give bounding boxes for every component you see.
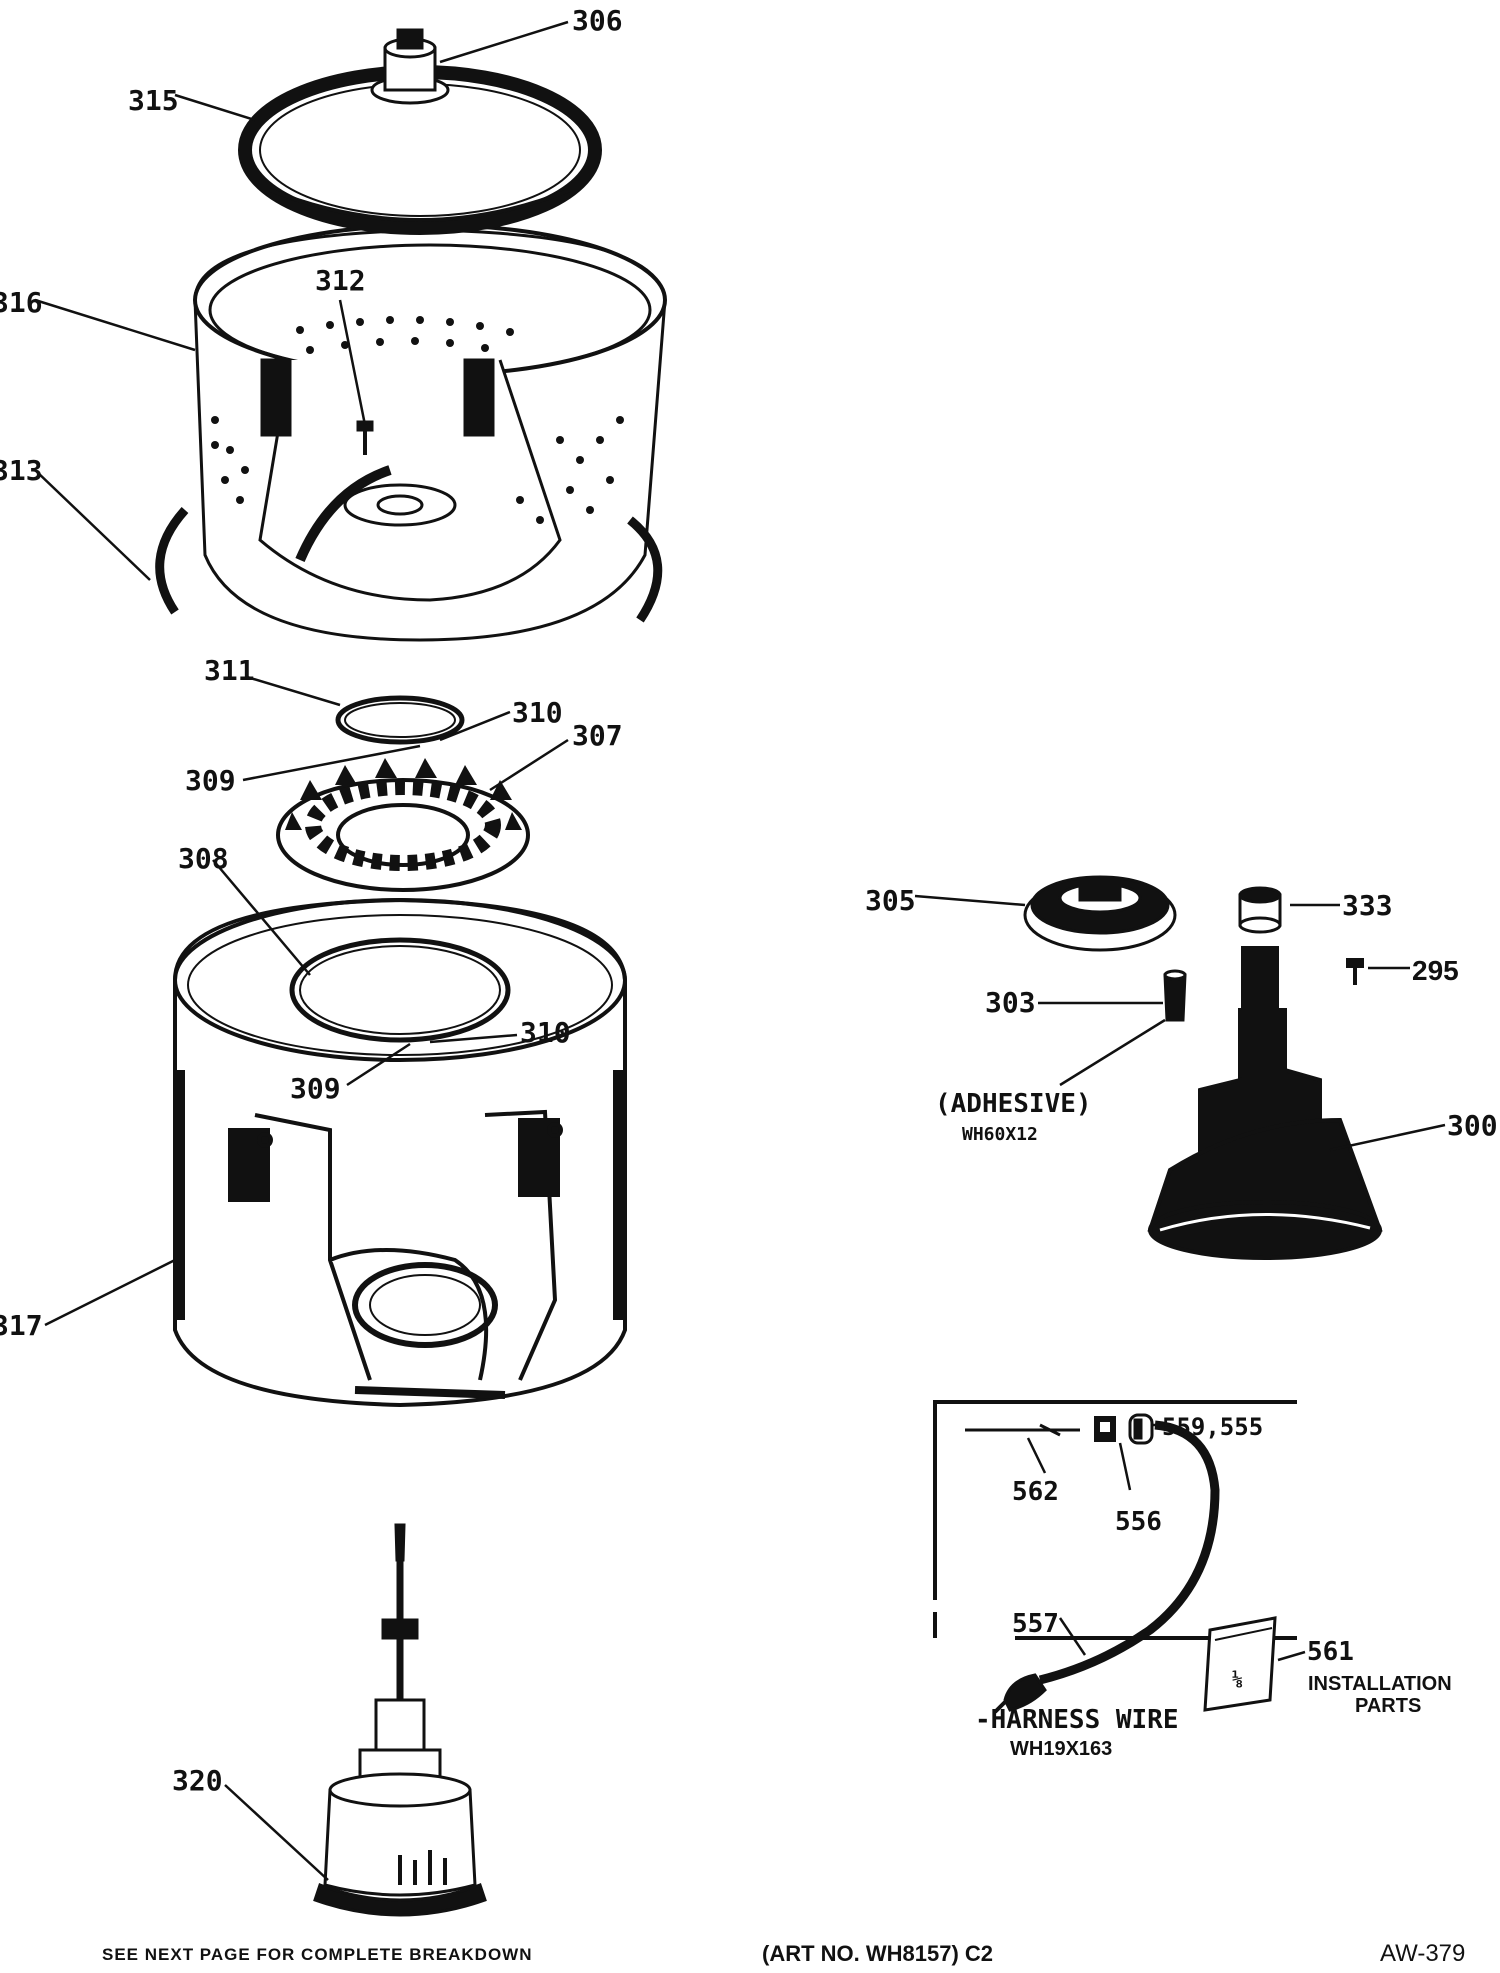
harness-wire-label: -HARNESS WIRE [975, 1705, 1179, 1735]
label-309-top: 309 [185, 764, 236, 797]
leader-lines [34, 20, 1446, 1881]
agitator-300 [1147, 946, 1383, 1260]
basket-316 [193, 223, 667, 642]
art-number: (ART NO. WH8157) C2 [762, 1941, 994, 1966]
label-306: 306 [572, 4, 623, 37]
agitator-cap-305 [1023, 875, 1177, 952]
cap-333 [1238, 886, 1282, 934]
installation-parts-bag-icon: ⅛ [1203, 1616, 1277, 1712]
label-317: 317 [0, 1309, 43, 1342]
screw-295 [1346, 958, 1364, 985]
notes: (ADHESIVE) WH60X12 INSTALLATION PARTS -H… [935, 1089, 1452, 1760]
transmission-320 [313, 1523, 487, 1917]
label-333: 333 [1342, 889, 1393, 922]
installation-parts-line1: INSTALLATION [1308, 1673, 1452, 1695]
label-561: 561 [1307, 1637, 1354, 1667]
adhesive-part-number: WH60X12 [962, 1124, 1038, 1145]
label-557: 557 [1012, 1609, 1059, 1639]
label-311: 311 [204, 654, 255, 687]
svg-text:⅛: ⅛ [1232, 1669, 1243, 1690]
plug-303 [1163, 969, 1187, 1022]
label-315: 315 [128, 84, 179, 117]
label-295: 295 [1412, 955, 1459, 986]
label-559-555: 559,555 [1162, 1413, 1263, 1441]
snubber-313 [155, 506, 663, 623]
page-code: AW-379 [1380, 1940, 1466, 1967]
label-305: 305 [865, 884, 916, 917]
label-312: 312 [315, 264, 366, 297]
label-316: 316 [0, 286, 43, 319]
label-320: 320 [172, 1764, 223, 1797]
seal-rings-upper [335, 695, 465, 745]
label-300: 300 [1447, 1109, 1498, 1142]
label-562: 562 [1012, 1477, 1059, 1507]
nut-306 [370, 28, 450, 105]
adhesive-note: (ADHESIVE) [935, 1089, 1092, 1119]
label-307: 307 [572, 719, 623, 752]
see-next-page-note: SEE NEXT PAGE FOR COMPLETE BREAKDOWN [102, 1945, 533, 1964]
part-labels: 306 315 316 312 313 311 310 307 309 308 … [0, 4, 1498, 1797]
label-303: 303 [985, 986, 1036, 1019]
label-556: 556 [1115, 1507, 1162, 1537]
gear-ring-307 [276, 758, 530, 892]
label-313: 313 [0, 454, 43, 487]
outer-tub-317 [173, 897, 627, 1408]
harness-wire-part-number: WH19X163 [1010, 1738, 1112, 1760]
label-308: 308 [178, 842, 229, 875]
installation-parts-line2: PARTS [1355, 1695, 1421, 1717]
installation-parts-box: ⅛ [933, 1400, 1297, 1714]
label-310-top: 310 [512, 696, 563, 729]
label-310-bottom: 310 [520, 1016, 571, 1049]
label-309-bottom: 309 [290, 1072, 341, 1105]
